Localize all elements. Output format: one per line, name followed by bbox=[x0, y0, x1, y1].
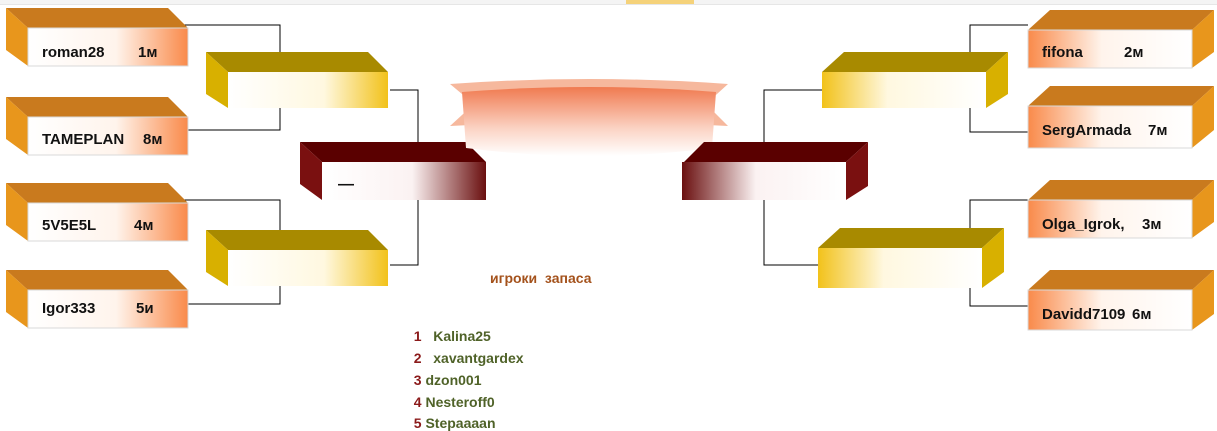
bevel-box-gold bbox=[206, 52, 388, 108]
connector bbox=[969, 108, 1028, 133]
spreadsheet-column-strip bbox=[0, 0, 1217, 5]
reserve-name: Nesteroff0 bbox=[425, 394, 495, 410]
connector bbox=[763, 198, 822, 266]
bevel-box-gold bbox=[822, 52, 1008, 108]
player-tag: 5и bbox=[136, 300, 154, 317]
bevel-box-orange bbox=[1027, 180, 1214, 239]
reserve-name: dzon001 bbox=[425, 372, 482, 388]
player-slot-left-3: 5V5E5L 4м bbox=[6, 181, 192, 243]
player-tag: 8м bbox=[143, 131, 163, 148]
player-name: Igor333 bbox=[42, 300, 96, 317]
semifinal-slot-right bbox=[680, 140, 870, 202]
player-tag: 3м bbox=[1142, 216, 1162, 233]
connector bbox=[182, 24, 281, 52]
bevel-box-maroon bbox=[300, 142, 486, 200]
connector bbox=[763, 89, 822, 142]
connector bbox=[390, 198, 419, 266]
connector bbox=[186, 108, 281, 131]
semifinal-slot-left: — bbox=[300, 140, 490, 202]
quarterfinal-slot-left-2 bbox=[206, 228, 392, 288]
final-banner bbox=[450, 79, 728, 156]
reserve-name: xavantgardex bbox=[433, 350, 524, 366]
reserve-number: 3 bbox=[413, 372, 422, 388]
reserve-number: 4 bbox=[413, 394, 422, 410]
reserve-item: 1 Kalina25 bbox=[406, 312, 491, 344]
player-slot-left-4: Igor333 5и bbox=[6, 268, 192, 330]
quarterfinal-slot-right-2 bbox=[816, 226, 1006, 290]
player-name: 5V5E5L bbox=[42, 217, 97, 234]
player-tag: 1м bbox=[138, 44, 158, 61]
bevel-box-orange bbox=[6, 8, 189, 67]
bevel-box-orange bbox=[1027, 270, 1214, 331]
reserve-item: 5 Stepaaaan bbox=[406, 399, 496, 431]
reserve-item: 4 Nesteroff0 bbox=[406, 378, 495, 410]
player-slot-left-1: roman28 1м bbox=[6, 6, 192, 68]
player-slot-right-4: Davidd7109 6м bbox=[1026, 268, 1216, 332]
reserve-item: 2 xavantgardex bbox=[406, 334, 524, 366]
semifinal-label: — bbox=[338, 176, 354, 193]
reserve-number: 2 bbox=[413, 350, 422, 366]
player-slot-left-2: TAMEPLAN 8м bbox=[6, 95, 192, 157]
player-name: Davidd7109 bbox=[1042, 306, 1126, 323]
quarterfinal-slot-left-1 bbox=[206, 50, 392, 110]
reserve-name: Stepaaaan bbox=[425, 415, 496, 431]
connector bbox=[969, 24, 1028, 52]
player-name: TAMEPLAN bbox=[42, 131, 125, 148]
reserve-item: 3 dzon001 bbox=[406, 356, 482, 388]
bevel-box-orange bbox=[1027, 86, 1214, 149]
connector bbox=[390, 89, 419, 142]
bevel-box-orange bbox=[6, 97, 189, 156]
bevel-box-orange bbox=[6, 183, 189, 242]
quarterfinal-slot-right-1 bbox=[820, 50, 1010, 110]
player-tag: 6м bbox=[1132, 306, 1152, 323]
player-tag: 2м bbox=[1124, 44, 1144, 61]
selected-column-highlight bbox=[626, 0, 694, 4]
connector bbox=[182, 199, 281, 230]
reserve-name: Kalina25 bbox=[433, 328, 491, 344]
player-tag: 4м bbox=[134, 217, 154, 234]
connector bbox=[969, 285, 1028, 307]
player-name: Olga_Igrok, bbox=[1042, 216, 1125, 233]
player-slot-right-3: Olga_Igrok, 3м bbox=[1026, 178, 1216, 240]
reserve-number: 1 bbox=[413, 328, 422, 344]
reserve-title: игроки запаса bbox=[490, 270, 592, 286]
connector bbox=[186, 285, 281, 305]
reserve-number: 5 bbox=[413, 415, 422, 431]
bevel-box-gold bbox=[206, 230, 388, 286]
connector bbox=[969, 199, 1028, 228]
bevel-box-orange bbox=[6, 270, 189, 329]
player-slot-right-1: fifona 2м bbox=[1026, 8, 1216, 70]
player-slot-right-2: SergArmada 7м bbox=[1026, 84, 1216, 150]
bevel-box-orange bbox=[1027, 10, 1214, 69]
bracket-lines bbox=[182, 24, 1028, 307]
bevel-box-maroon bbox=[682, 142, 868, 200]
bevel-box-gold bbox=[818, 228, 1004, 288]
player-tag: 7м bbox=[1148, 122, 1168, 139]
player-name: SergArmada bbox=[1042, 122, 1132, 139]
player-name: roman28 bbox=[42, 44, 105, 61]
player-name: fifona bbox=[1042, 44, 1083, 61]
